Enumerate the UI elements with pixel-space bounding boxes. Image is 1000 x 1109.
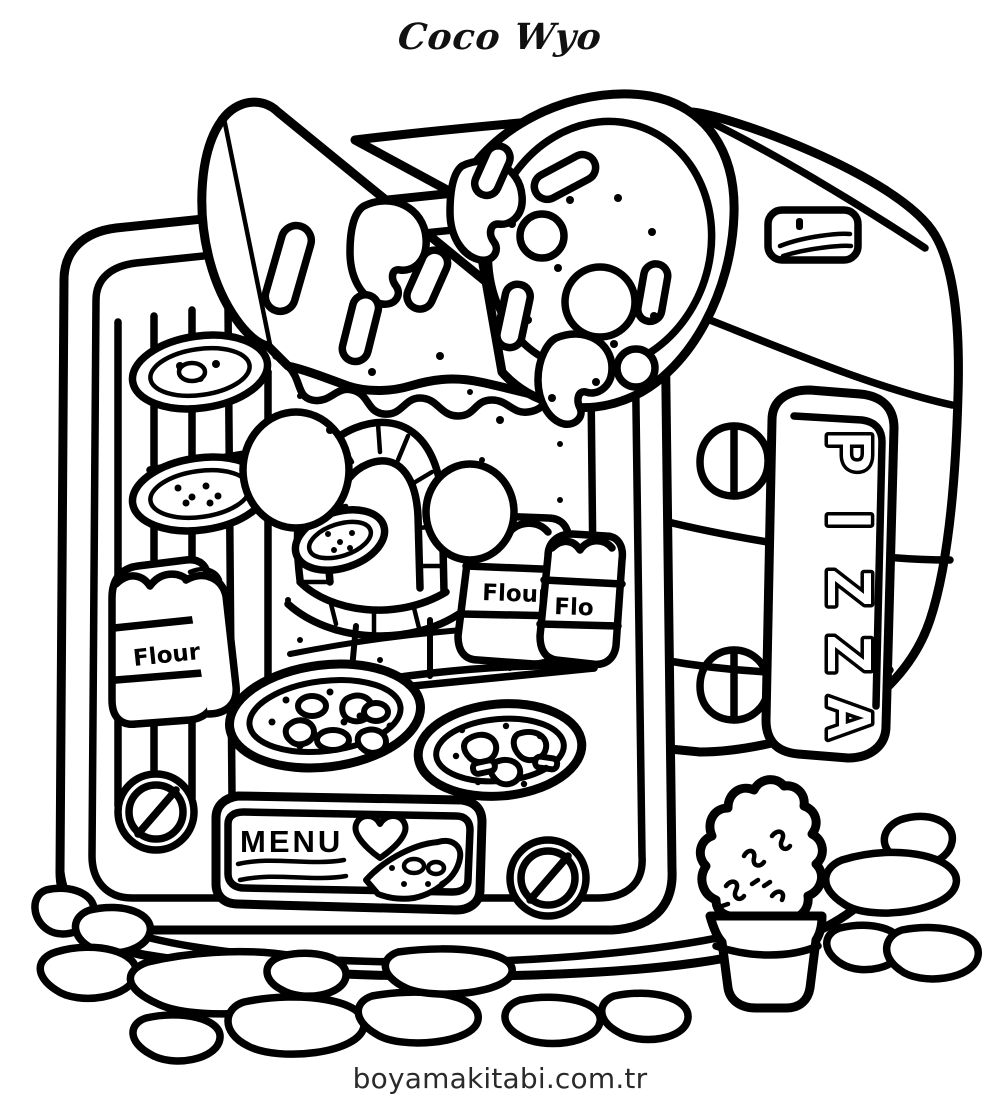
menu-board[interactable]: MENU: [211, 791, 487, 915]
flour-label-front: Flour: [482, 580, 551, 608]
oven-dial-right[interactable]: [506, 836, 590, 920]
counter-pizza-left: [225, 659, 425, 773]
whole-pizza: [446, 89, 739, 428]
pizza-sign-letter-i: I: [814, 511, 883, 528]
footer-watermark: boyamakitabi.com.tr: [352, 1062, 648, 1095]
pizza-signboard[interactable]: P I Z Z A: [761, 385, 899, 763]
pizza-slice-icon: [363, 838, 464, 902]
potted-plant: [695, 775, 827, 1013]
oven-inner-panel: [264, 286, 598, 704]
top-vent-icon: [764, 206, 862, 264]
pizza-sign-letter-p: P: [814, 431, 883, 472]
pizza-sign-letter-a: A: [814, 696, 883, 741]
counter-pizza-right: [413, 699, 587, 801]
flour-bag-left: Flour: [108, 555, 240, 728]
flour-bag-back: Flo: [536, 530, 627, 669]
pizza-sign-letter-z2: Z: [814, 635, 883, 673]
brick-oven-arch: [284, 418, 466, 641]
menu-title: MENU: [240, 824, 343, 859]
pizza-sign-letter-z1: Z: [814, 569, 883, 607]
sign-bracket-top: [696, 422, 772, 500]
oven-dial-left[interactable]: [114, 770, 198, 854]
shelf-pizza-1: [128, 331, 272, 413]
heart-icon: [352, 813, 409, 861]
cobblestones: [31, 812, 982, 1065]
flour-label-back: Flo: [554, 594, 594, 621]
sign-bracket-bottom: [696, 646, 772, 724]
